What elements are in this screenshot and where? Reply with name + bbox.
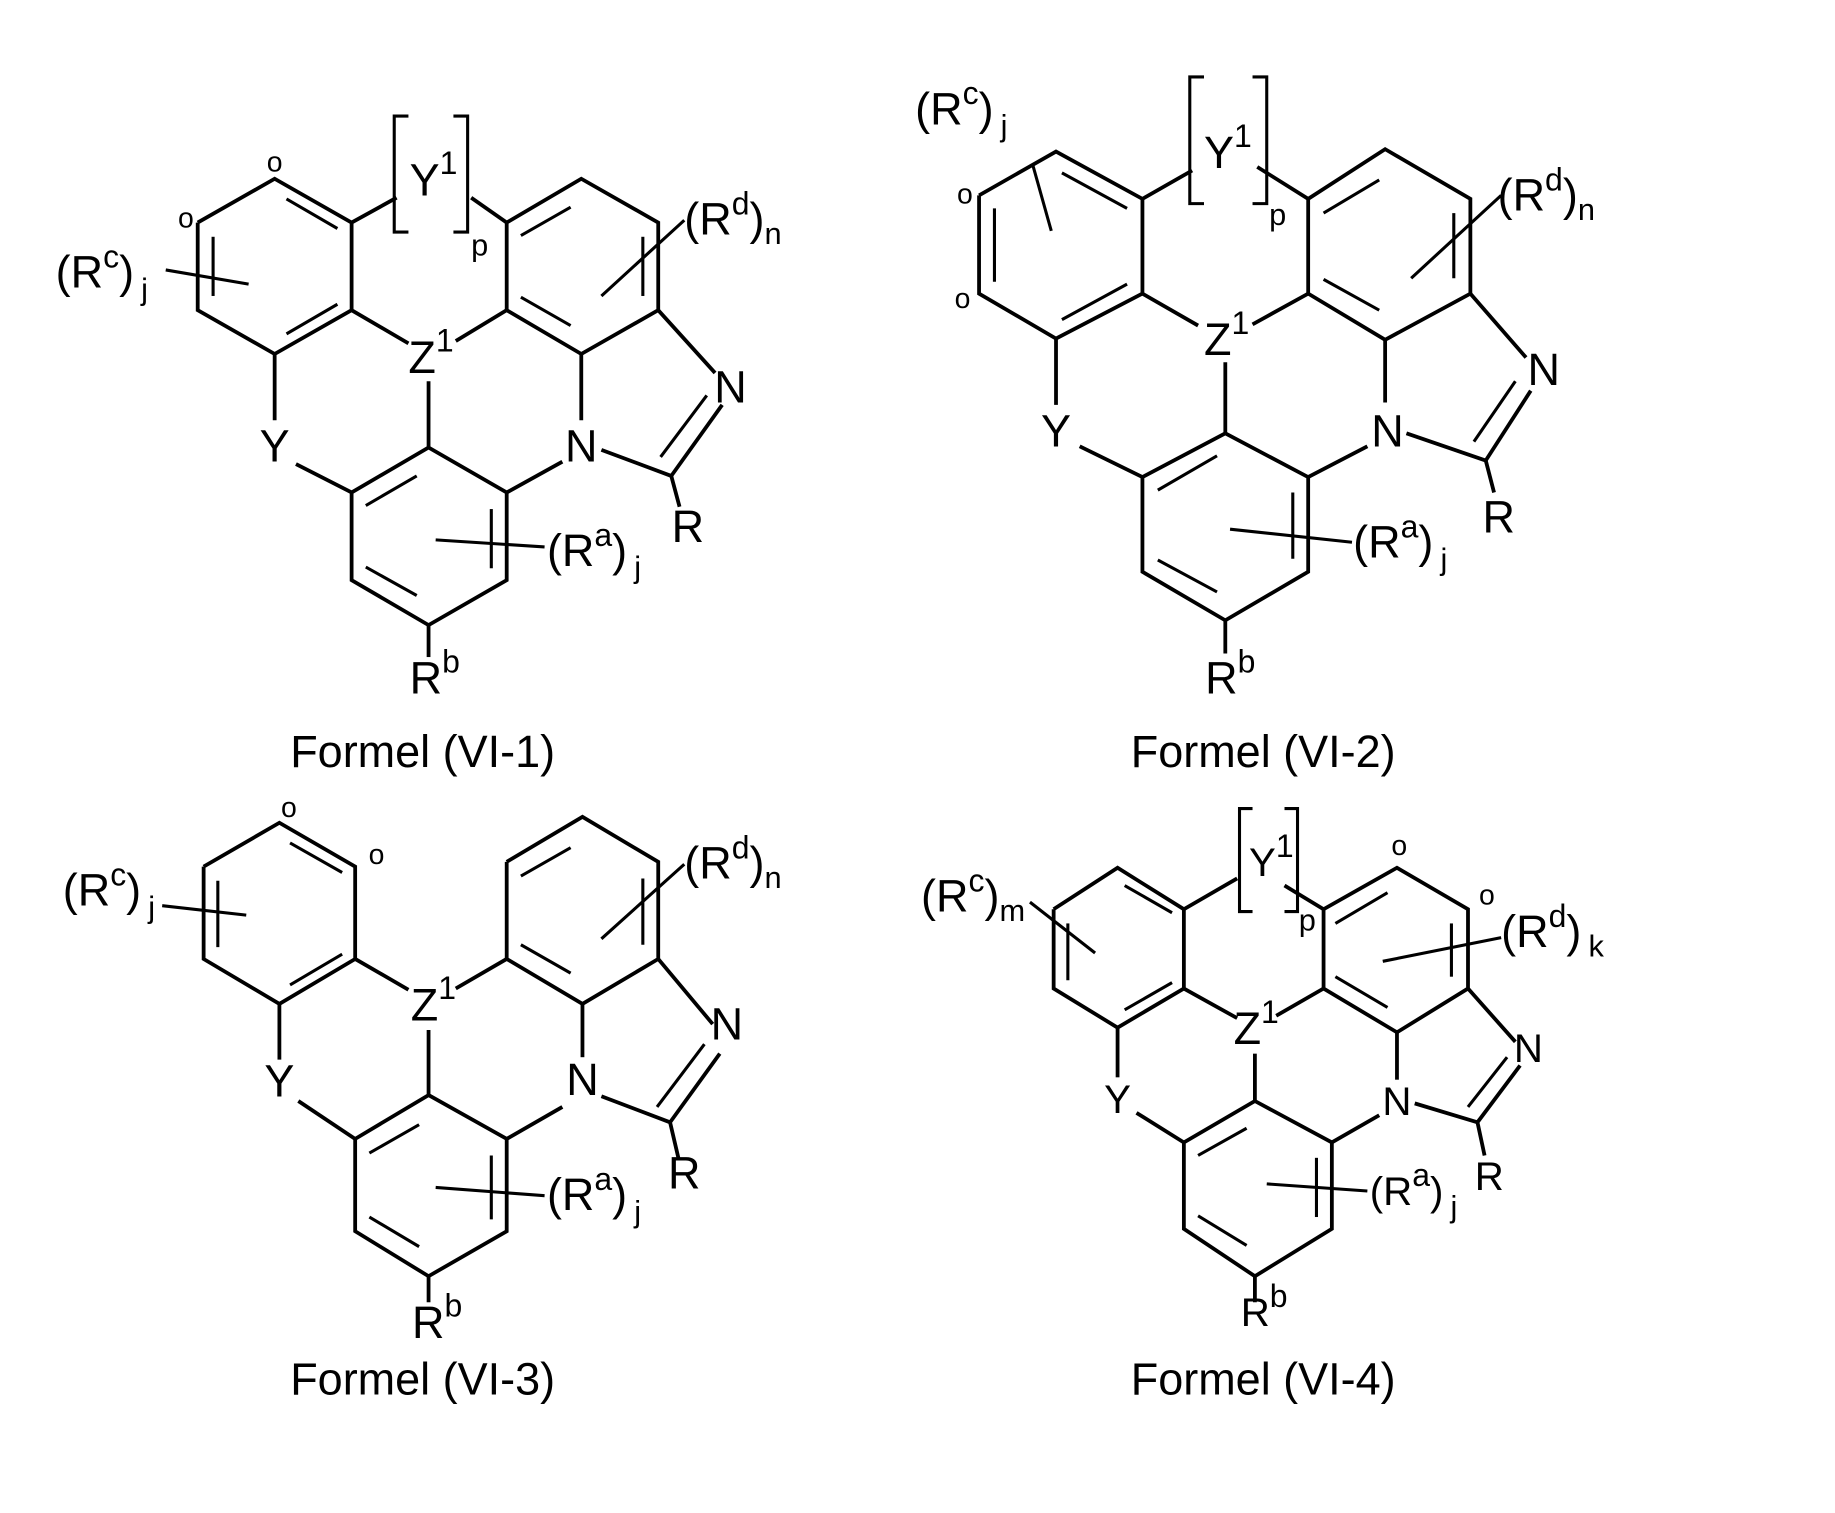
- label-rd: (Rd)n: [684, 829, 781, 895]
- label-n1: N: [566, 1054, 598, 1105]
- caption-formel-vi-1: Formel (VI-1): [290, 726, 555, 777]
- label-rc: (Rc)j: [63, 857, 155, 925]
- label-y1: Y1: [410, 145, 458, 205]
- label-n2: N: [1514, 1026, 1543, 1071]
- label-n1: N: [1371, 405, 1403, 456]
- label-o-top: o: [957, 179, 973, 211]
- bonds: [1029, 807, 1522, 1303]
- label-ra: (Ra)j: [547, 517, 641, 585]
- label-rb: Rb: [1241, 1278, 1288, 1335]
- label-rd: (Rd)n: [684, 185, 781, 251]
- label-y: Y: [260, 421, 290, 472]
- atom-labels: o o (Rc)j Y1 p (Rd)n Z1 Y N N R (Ra)j Rb: [56, 145, 782, 704]
- label-ra: (Ra)j: [1353, 508, 1447, 576]
- label-o-left: o: [178, 202, 194, 234]
- label-y: Y: [264, 1055, 294, 1106]
- label-o-right: o: [1479, 879, 1495, 911]
- label-y: Y: [1104, 1077, 1131, 1122]
- bonds: [165, 114, 724, 658]
- label-ra: (Ra)j: [547, 1161, 641, 1229]
- label-r: R: [672, 501, 704, 552]
- label-n1: N: [565, 421, 597, 472]
- label-z1: Z1: [411, 970, 456, 1030]
- label-rd: (Rd)k: [1501, 898, 1604, 964]
- formula-vi-1: o o (Rc)j Y1 p (Rd)n Z1 Y N N R (Ra)j Rb…: [56, 114, 782, 777]
- label-o-top: o: [281, 792, 297, 824]
- label-rc: (Rc)j: [915, 75, 1007, 143]
- label-ra: (Ra)j: [1370, 1157, 1458, 1224]
- bonds: [162, 814, 722, 1303]
- label-r: R: [1475, 1154, 1504, 1199]
- label-rb: Rb: [1205, 643, 1255, 703]
- label-rd: (Rd)n: [1498, 162, 1595, 228]
- label-rc: (Rc)m: [921, 862, 1025, 928]
- formula-vi-2: o o (Rc)j Y1 p (Rd)n Z1 Y N N R (Ra)j Rb…: [915, 75, 1595, 777]
- label-p: p: [471, 228, 488, 263]
- label-z1: Z1: [1234, 994, 1279, 1054]
- label-n2: N: [711, 998, 743, 1049]
- label-z1: Z1: [408, 323, 453, 383]
- formula-vi-4: o o (Rc)m Y1 p (Rd)k Z1 Y N N R (Ra)j Rb…: [921, 807, 1604, 1405]
- caption-formel-vi-2: Formel (VI-2): [1131, 726, 1396, 777]
- label-o-right: o: [369, 839, 385, 871]
- atom-labels: o o (Rc)j Y1 p (Rd)n Z1 Y N N R (Ra)j Rb: [915, 75, 1595, 704]
- label-n1: N: [1382, 1079, 1411, 1124]
- label-p: p: [1299, 903, 1316, 938]
- atom-labels: o o (Rc)j (Rd)n Z1 Y N N R (Ra)j Rb: [63, 792, 782, 1348]
- caption-formel-vi-4: Formel (VI-4): [1131, 1354, 1396, 1405]
- atom-labels: o o (Rc)m Y1 p (Rd)k Z1 Y N N R (Ra)j Rb: [921, 828, 1604, 1335]
- label-z1: Z1: [1204, 305, 1249, 365]
- label-r: R: [668, 1148, 700, 1199]
- label-n2: N: [714, 362, 746, 413]
- label-r: R: [1483, 492, 1515, 543]
- label-o-top: o: [267, 147, 283, 179]
- label-p: p: [1269, 197, 1286, 232]
- formula-vi-3: o o (Rc)j (Rd)n Z1 Y N N R (Ra)j Rb Form…: [63, 792, 782, 1405]
- caption-formel-vi-3: Formel (VI-3): [290, 1354, 555, 1405]
- label-n2: N: [1528, 344, 1560, 395]
- label-rc: (Rc)j: [56, 239, 148, 307]
- label-y: Y: [1041, 405, 1071, 456]
- label-o-left: o: [955, 283, 971, 315]
- bonds: [977, 75, 1533, 654]
- label-y1: Y1: [1204, 118, 1252, 178]
- label-o-top: o: [1391, 830, 1407, 862]
- label-rb: Rb: [412, 1287, 462, 1347]
- label-rb: Rb: [410, 643, 460, 703]
- label-y1: Y1: [1249, 828, 1294, 885]
